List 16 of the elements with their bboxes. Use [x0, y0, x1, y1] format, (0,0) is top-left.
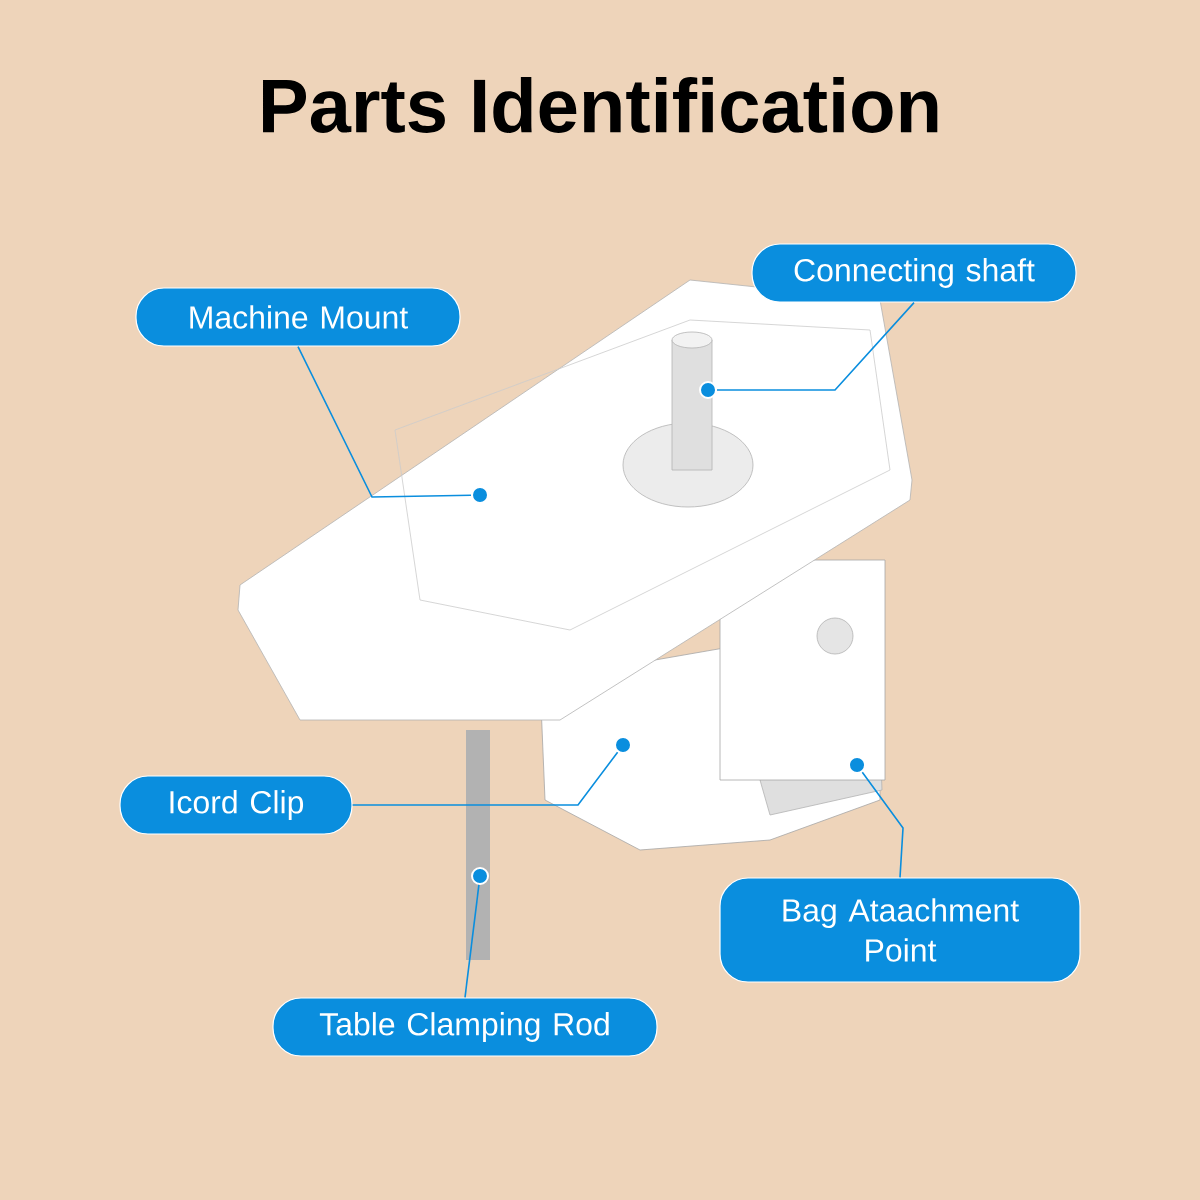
leader-line [297, 345, 472, 498]
target-dot [699, 381, 717, 399]
target-dot [614, 736, 632, 754]
leader-line [716, 301, 915, 391]
callout-label: Table Clamping Rod [272, 997, 658, 1057]
target-dot [848, 756, 866, 774]
callout-label: Connecting shaft [751, 243, 1077, 303]
title: Parts Identification [263, 77, 938, 133]
leader-line [464, 884, 480, 999]
target-dot [471, 486, 489, 504]
leader-line [861, 771, 904, 879]
callout-label: Machine Mount [135, 287, 461, 347]
leader-line [351, 751, 619, 806]
callout-label: Bag Ataachment Point [719, 877, 1081, 983]
callout-label: Icord Clip [119, 775, 353, 835]
target-dot [471, 867, 489, 885]
